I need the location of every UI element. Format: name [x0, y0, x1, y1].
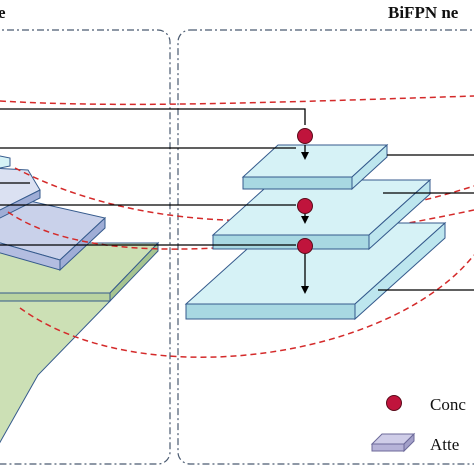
- red-circle-icon: [386, 395, 402, 411]
- backbone-layer-green: [0, 241, 160, 444]
- concat-node-2: [297, 198, 313, 214]
- concat-nodes: [297, 128, 313, 254]
- concat-node-3: [297, 238, 313, 254]
- backbone-panel: [0, 29, 171, 465]
- legend: Conc Atte: [370, 395, 466, 454]
- bifpn-layer-bottom: [184, 221, 447, 321]
- lavender-slab-icon: [370, 432, 416, 453]
- bifpn-layer-middle: [211, 178, 432, 251]
- backbone-layer-blue: [0, 193, 107, 272]
- bifpn-title: BiFPN ne: [388, 3, 459, 22]
- bifpn-panel: [177, 29, 474, 465]
- legend-concat-label: Conc: [430, 395, 466, 414]
- concat-node-1: [297, 128, 313, 144]
- top-input-connection: [0, 108, 306, 125]
- connections: [0, 108, 474, 294]
- top-dashed-curve: [0, 95, 474, 106]
- lower-dashed-curve: [7, 209, 474, 250]
- backbone-layer-top: [0, 155, 41, 219]
- bottom-dashed-curve: [19, 254, 474, 358]
- legend-attention-label: Atte: [430, 435, 459, 454]
- bifpn-layer-top: [241, 143, 389, 191]
- backbone-title: e: [0, 3, 6, 22]
